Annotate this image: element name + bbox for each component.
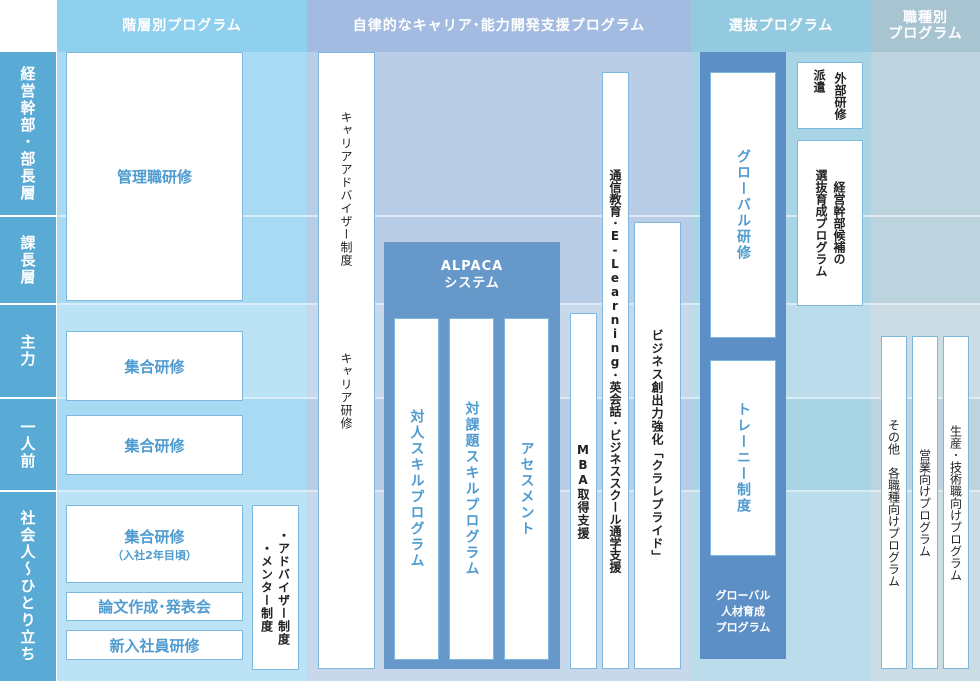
career-advisor-system: キャリアアドバイザー制度 xyxy=(339,111,353,267)
global-program-label: グローバル 人材育成 プログラム xyxy=(715,589,771,634)
global-training: グローバル研修 xyxy=(710,72,776,338)
alpaca-task-skill: 対課題スキルプログラム xyxy=(449,318,494,660)
production-program: 生産･技術職向けプログラム xyxy=(943,336,969,669)
correspondence-learning: 通信教育･E-Learning･英会話･ビジネススクール通学支援 xyxy=(602,72,629,669)
level-fullfledged: 一人前 xyxy=(0,399,56,490)
group-training-fullfledged: 集合研修 xyxy=(66,415,243,475)
dispatch-label: 派遣 xyxy=(812,69,826,93)
manager-training: 管理職研修 xyxy=(66,52,243,301)
group-training-newcomer: 集合研修 （入社2年目頃） xyxy=(66,505,243,583)
alpaca-interpersonal: 対人スキルプログラム xyxy=(394,318,439,660)
level-chief: 主力 xyxy=(0,305,56,397)
header-selection: 選抜プログラム xyxy=(691,0,871,52)
header-career: 自律的なキャリア･能力開発支援プログラム xyxy=(307,0,691,52)
alpaca-assessment: アセスメント xyxy=(504,318,549,660)
external-dispatch: 外部研修 派遣 xyxy=(797,62,863,129)
others-program: その他 各職種向けプログラム xyxy=(881,336,907,669)
header-tiered: 階層別プログラム xyxy=(57,0,307,52)
separator-line xyxy=(57,215,980,217)
thesis-presentation: 論文作成･発表会 xyxy=(66,592,243,621)
level-newcomer: 社会人～ひとり立ち xyxy=(0,492,56,681)
career-advisor-column: キャリアアドバイザー制度 キャリア研修 xyxy=(318,52,375,669)
mba-support: MBA取得支援 xyxy=(570,313,597,669)
level-exec: 経営幹部･部長層 xyxy=(0,52,56,215)
dispatch-value: 外部研修 xyxy=(833,71,847,120)
trainee-system: トレーニー制度 xyxy=(710,360,776,556)
header-job: 職種別 プログラム xyxy=(871,0,980,52)
career-training: キャリア研修 xyxy=(339,352,353,430)
advisor-mentor-system: ・アドバイザー制度 ・メンター制度 xyxy=(252,505,299,670)
sales-program: 営業向けプログラム xyxy=(912,336,938,669)
group-training-chief: 集合研修 xyxy=(66,331,243,401)
level-section: 課長層 xyxy=(0,217,56,303)
business-creation: ビジネス創出力強化「クラレプライド」 xyxy=(634,222,681,669)
alpaca-title: ALPACA システム xyxy=(440,259,504,291)
exec-candidate-program: 経営幹部候補の 選抜育成プログラム xyxy=(797,140,863,306)
new-hire-training: 新入社員研修 xyxy=(66,630,243,660)
